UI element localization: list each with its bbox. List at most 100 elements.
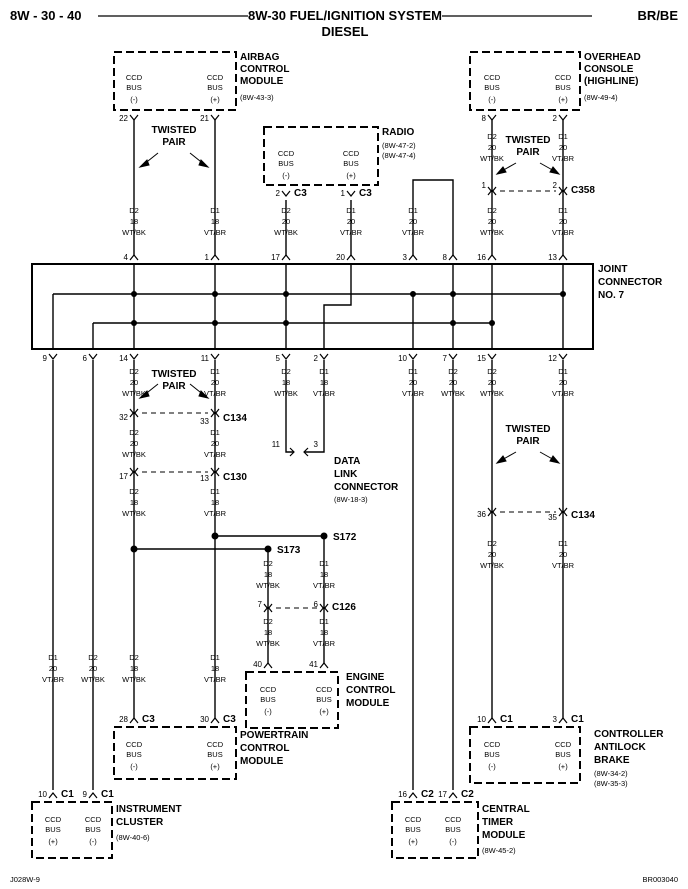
wire-circuit-label: D1 bbox=[408, 206, 418, 215]
wire-color-label: VT/BR bbox=[42, 675, 65, 684]
ctm-pin-left: 16 bbox=[398, 790, 407, 799]
joint-top-pin: 3 bbox=[403, 253, 408, 262]
wire-circuit-label: D1 bbox=[319, 617, 329, 626]
c358-pin-right: 2 bbox=[553, 181, 558, 190]
wire-color-label: WT/BK bbox=[480, 154, 504, 163]
joint-top-pin: 16 bbox=[477, 253, 486, 262]
wire-color-label: WT/BK bbox=[81, 675, 105, 684]
joint-top-pin: 1 bbox=[205, 253, 210, 262]
c134-right-pin-right: 35 bbox=[548, 513, 557, 522]
joint-bottom-pin: 2 bbox=[314, 354, 319, 363]
wire-circuit-label: D2 bbox=[487, 206, 497, 215]
wires bbox=[52, 120, 564, 790]
airbag-pin-right: 21 bbox=[200, 114, 209, 123]
wire-gauge-label: 18 bbox=[320, 378, 328, 387]
wire-color-label: WT/BK bbox=[256, 639, 280, 648]
wire-color-label: WT/BK bbox=[122, 450, 146, 459]
ctm-right-polarity-label: (-) bbox=[449, 837, 457, 846]
ctm-connector-c2: C2 bbox=[461, 789, 474, 800]
wire-circuit-label: D2 bbox=[487, 367, 497, 376]
abs-connector-c1: C1 bbox=[571, 714, 584, 725]
wire-circuit-label: D2 bbox=[487, 539, 497, 548]
wire-circuit-label: D2 bbox=[263, 617, 273, 626]
c130-pin-right: 13 bbox=[200, 474, 209, 483]
splice-dots bbox=[130, 291, 566, 553]
wire-color-label: VT/BR bbox=[204, 228, 227, 237]
wire-color-label: WT/BK bbox=[122, 389, 146, 398]
wire-circuit-label: D1 bbox=[210, 428, 220, 437]
wire-gauge-label: 20 bbox=[488, 217, 496, 226]
wire-gauge-label: 18 bbox=[282, 378, 290, 387]
wire-gauge-label: 20 bbox=[211, 378, 219, 387]
overhead-console-ref: (8W-49-4) bbox=[584, 93, 618, 102]
wire-circuit-label: D1 bbox=[558, 206, 568, 215]
instrument-cluster-ref: (8W-40-6) bbox=[116, 833, 150, 842]
airbag-left-polarity-label: (-) bbox=[130, 95, 138, 104]
wire-gauge-label: 20 bbox=[559, 217, 567, 226]
pcm-pin-right: 30 bbox=[200, 715, 209, 724]
wire-circuit-label: D2 bbox=[281, 206, 291, 215]
pcm-pin-left: 28 bbox=[119, 715, 128, 724]
cluster-pin-left: 10 bbox=[38, 790, 47, 799]
wire-gauge-label: 20 bbox=[559, 143, 567, 152]
s172-splice-label: S172 bbox=[333, 532, 357, 543]
c126-pin-right: 6 bbox=[314, 600, 319, 609]
wire-gauge-label: 20 bbox=[449, 378, 457, 387]
overhead-pin-left: 8 bbox=[482, 114, 487, 123]
wire-color-label: WT/BK bbox=[274, 389, 298, 398]
abs-pin-right: 3 bbox=[553, 715, 558, 724]
radio-left-polarity-label: (-) bbox=[282, 171, 290, 180]
joint-top-pin: 20 bbox=[336, 253, 345, 262]
diagram-title: 8W-30 FUEL/IGNITION SYSTEM bbox=[248, 8, 442, 23]
c134-left-pin-left: 32 bbox=[119, 413, 128, 422]
wire-color-label: WT/BK bbox=[122, 675, 146, 684]
wire-gauge-label: 18 bbox=[211, 498, 219, 507]
wire-color-label: VT/BR bbox=[313, 639, 336, 648]
footer-right: BR003040 bbox=[643, 875, 678, 884]
wire-circuit-label: D1 bbox=[210, 367, 220, 376]
wire-color-label: VT/BR bbox=[402, 228, 425, 237]
wire-gauge-label: 18 bbox=[211, 664, 219, 673]
data-link-connector-ref: (8W-18-3) bbox=[334, 495, 368, 504]
c134-right-connector-label: C134 bbox=[571, 510, 595, 521]
wire-color-label: VT/BR bbox=[340, 228, 363, 237]
wire-color-label: VT/BR bbox=[552, 561, 575, 570]
wire-color-label: VT/BR bbox=[204, 509, 227, 518]
wire-color-label: VT/BR bbox=[552, 228, 575, 237]
joint-bottom-pin: 14 bbox=[119, 354, 128, 363]
ecm-pin-left: 40 bbox=[253, 660, 262, 669]
joint-bottom-pin: 6 bbox=[83, 354, 88, 363]
wire-circuit-label: D1 bbox=[210, 487, 220, 496]
c358-connector-label: C358 bbox=[571, 185, 595, 196]
abs-connector-c1: C1 bbox=[500, 714, 513, 725]
overhead-right-polarity-label: (+) bbox=[558, 95, 568, 104]
joint-bottom-pin: 11 bbox=[201, 354, 210, 363]
s173-splice-label: S173 bbox=[277, 545, 301, 556]
wire-circuit-label: D2 bbox=[263, 559, 273, 568]
joint-top-pin: 13 bbox=[548, 253, 557, 262]
wire-gauge-label: 18 bbox=[130, 217, 138, 226]
wire-gauge-label: 18 bbox=[320, 628, 328, 637]
wire-color-label: WT/BK bbox=[274, 228, 298, 237]
c130-connector-label: C130 bbox=[223, 472, 247, 483]
wire-circuit-label: D1 bbox=[210, 206, 220, 215]
wire-gauge-label: 20 bbox=[409, 378, 417, 387]
wire-gauge-label: 20 bbox=[130, 439, 138, 448]
wire-color-label: WT/BK bbox=[441, 389, 465, 398]
cluster-left-polarity-label: (+) bbox=[48, 837, 58, 846]
abs-left-polarity-label: (-) bbox=[488, 762, 496, 771]
wire-circuit-label: D1 bbox=[346, 206, 356, 215]
